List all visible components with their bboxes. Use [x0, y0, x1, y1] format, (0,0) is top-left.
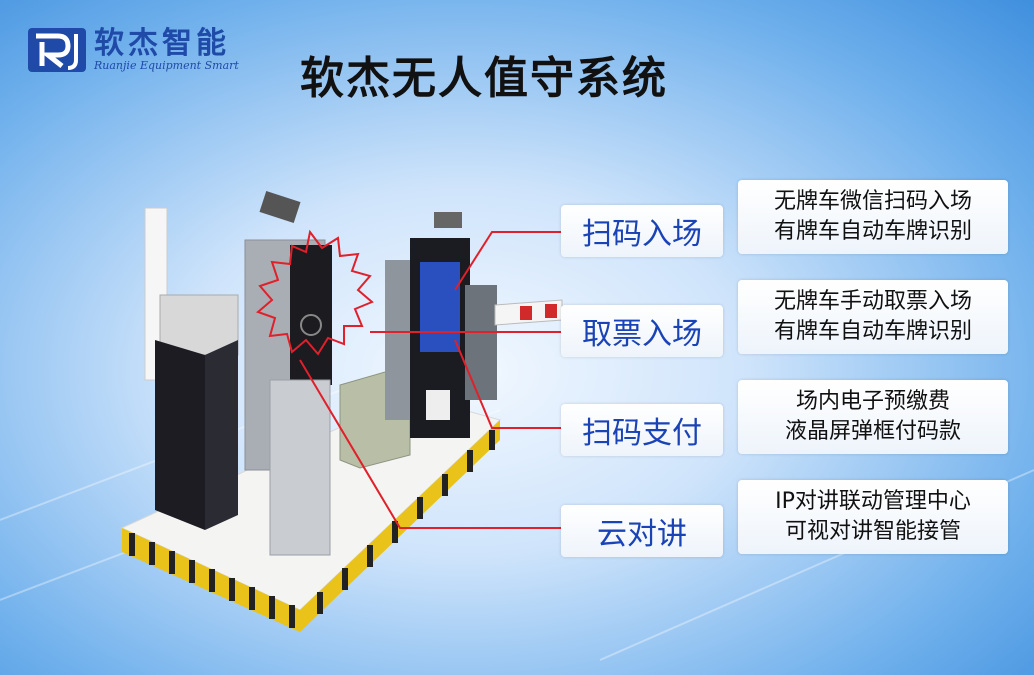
desc-line: 可视对讲智能接管: [784, 519, 961, 544]
intercom-terminal: [269, 245, 332, 556]
logo-mark-icon: [28, 28, 86, 72]
desc-line: 场内电子预缴费: [795, 389, 950, 414]
desc-line: 有牌车自动车牌识别: [773, 219, 972, 244]
desc-line: 无牌车微信扫码入场: [773, 189, 972, 214]
feature-desc-ticket-entry: 无牌车手动取票入场 有牌车自动车牌识别: [738, 280, 1008, 354]
brand-logo: 软杰智能 Ruanjie Equipment Smart: [28, 28, 239, 72]
highlight-burst: [256, 229, 374, 356]
logo-name-cn: 软杰智能: [94, 26, 230, 61]
feature-cloud-intercom: 云对讲: [561, 505, 723, 557]
logo-name-en: Ruanjie Equipment Smart: [94, 59, 239, 72]
feature-scan-entry: 扫码入场: [561, 205, 723, 257]
display-column: [385, 212, 470, 438]
feature-desc-scan-entry: 无牌车微信扫码入场 有牌车自动车牌识别: [738, 180, 1008, 254]
desc-line: 无牌车手动取票入场: [773, 289, 972, 314]
feature-desc-cloud-intercom: IP对讲联动管理中心 可视对讲智能接管: [738, 480, 1008, 554]
desc-line: 有牌车自动车牌识别: [773, 319, 972, 344]
callout-lines: [299, 231, 561, 529]
feature-desc-scan-payment: 场内电子预缴费 液晶屏弹框付码款: [738, 380, 1008, 454]
barrier-gate-left: [144, 207, 239, 530]
barrier-gate-right: [465, 285, 563, 400]
desc-line: 液晶屏弹框付码款: [784, 419, 961, 444]
page-title: 软杰无人值守系统: [300, 53, 668, 104]
feature-ticket-entry: 取票入场: [561, 305, 723, 357]
feature-scan-payment: 扫码支付: [561, 404, 723, 456]
desc-line: IP对讲联动管理中心: [775, 489, 971, 514]
